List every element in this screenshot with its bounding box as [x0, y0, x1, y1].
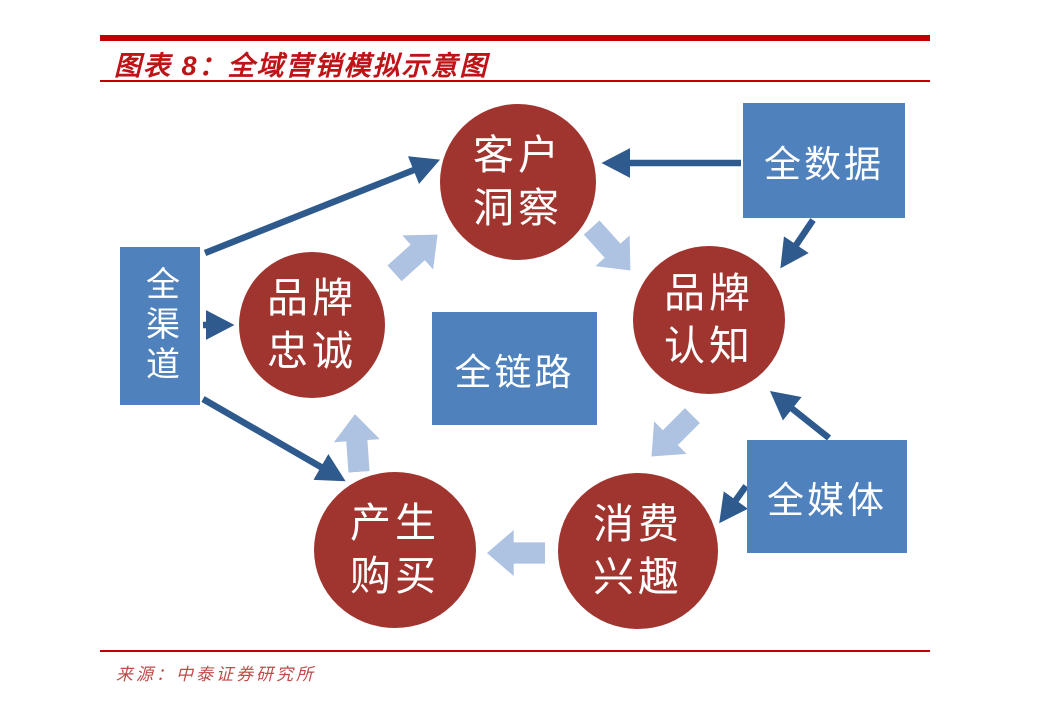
node-label-line: 购买	[350, 553, 440, 599]
arrow-media-to-interest	[719, 484, 749, 524]
box-label: 全数据	[764, 143, 884, 185]
node-consumer-interest: 消费 兴趣	[558, 473, 718, 629]
node-brand-loyalty: 品牌 忠诚	[239, 252, 385, 398]
node-label-line: 兴趣	[593, 554, 683, 600]
box-label: 全渠道	[140, 266, 179, 386]
node-label-line: 客户	[473, 131, 563, 178]
top-divider-thin	[100, 80, 930, 82]
cycle-arrow-insight-to-awareness-icon	[575, 212, 648, 286]
node-customer-insight: 客户 洞察	[440, 104, 596, 260]
arrow-media-to-awareness	[769, 390, 832, 441]
node-label-line: 品牌	[664, 269, 754, 316]
arrow-channel-to-insight	[203, 156, 441, 257]
box-all-chain: 全链路	[432, 312, 597, 425]
bottom-divider	[100, 650, 930, 652]
node-label-line: 忠诚	[267, 328, 357, 374]
node-label-line: 洞察	[473, 185, 563, 231]
node-label-line: 品牌	[267, 274, 357, 321]
node-label-line: 消费	[593, 500, 683, 547]
cycle-arrow-purchase-to-loyalty-icon	[332, 412, 382, 473]
box-label: 全链路	[454, 351, 575, 393]
box-label: 全媒体	[767, 479, 887, 521]
cycle-arrow-interest-to-purchase-icon	[487, 530, 545, 576]
node-label-line: 认知	[664, 323, 754, 369]
top-divider-thick	[100, 35, 930, 41]
arrow-channel-to-purchase	[201, 396, 346, 482]
source-note: 来源：中泰证券研究所	[116, 665, 316, 684]
box-all-media: 全媒体	[747, 440, 907, 553]
box-all-channel: 全渠道	[120, 247, 200, 405]
box-all-data: 全数据	[743, 103, 905, 218]
node-brand-awareness: 品牌 认知	[633, 246, 785, 394]
cycle-arrow-loyalty-to-insight-icon	[379, 218, 453, 291]
node-generate-purchase: 产生 购买	[314, 472, 476, 628]
figure-title: 图表 8：全域营销模拟示意图	[114, 51, 489, 81]
arrow-data-to-awareness	[780, 218, 816, 269]
node-label-line: 产生	[350, 499, 440, 546]
cycle-arrow-awareness-to-interest-icon	[635, 399, 709, 473]
